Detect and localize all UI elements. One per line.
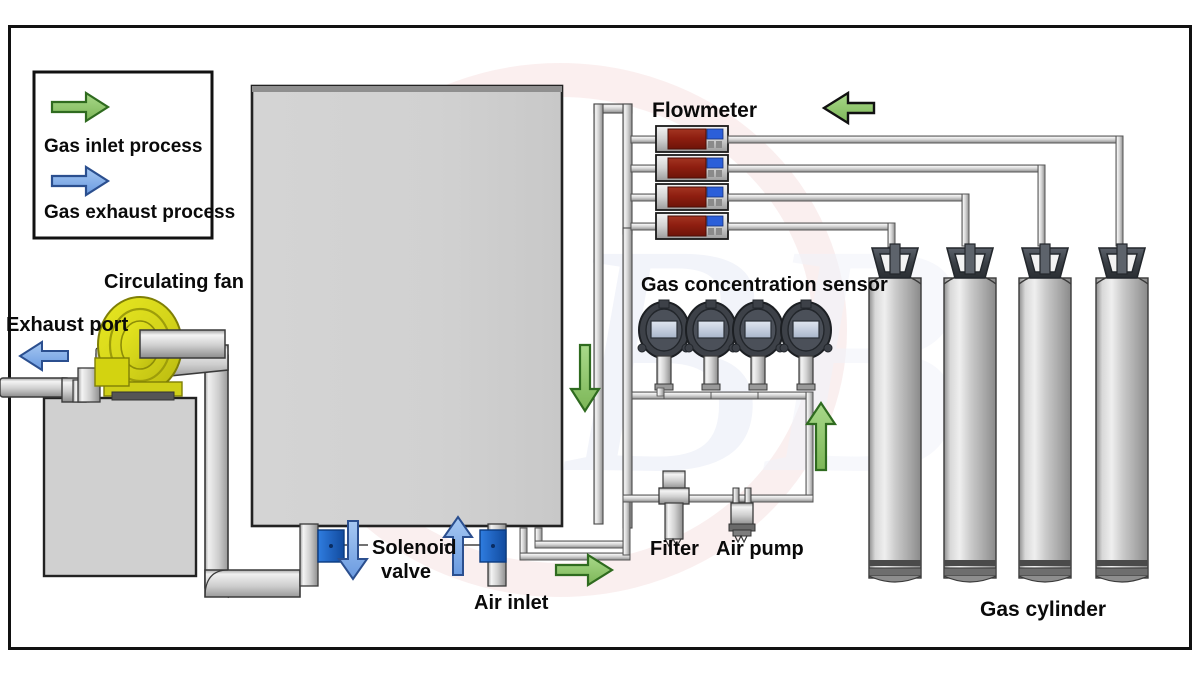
solenoid-up-arrow — [442, 515, 474, 576]
flowmeter-row — [630, 125, 729, 240]
label-solenoid-valve-line2: valve — [381, 561, 431, 583]
gas-cylinder[interactable] — [1095, 243, 1149, 583]
top-left-green-arrow — [821, 90, 876, 126]
solenoid-down-arrow — [337, 520, 369, 581]
flowmeter[interactable] — [655, 154, 729, 182]
svg-text:B: B — [760, 177, 962, 542]
gas-concentration-sensor[interactable] — [779, 299, 833, 391]
label-gas-concentration-sensor: Gas concentration sensor — [641, 274, 888, 296]
sensor-row — [631, 299, 833, 503]
label-exhaust-port: Exhaust port — [6, 314, 129, 336]
filter[interactable] — [658, 470, 690, 548]
flowmeter[interactable] — [655, 212, 729, 240]
exhaust-cabinet — [42, 396, 198, 578]
legend-label-exhaust: Gas exhaust process — [44, 202, 235, 223]
label-air-pump: Air pump — [716, 538, 804, 560]
label-flowmeter: Flowmeter — [652, 99, 757, 122]
legend-box: Gas inlet process Gas exhaust process — [32, 70, 235, 240]
gas-cylinder[interactable] — [943, 243, 997, 583]
legend-label-inlet: Gas inlet process — [44, 136, 202, 157]
flowmeter-to-cylinder-lines — [727, 135, 1124, 248]
legend-blue-arrow-icon — [50, 164, 111, 198]
air-pump[interactable] — [728, 487, 756, 544]
test-chamber — [250, 84, 564, 528]
label-solenoid-valve-line1: Solenoid — [372, 537, 456, 559]
gas-cylinder-row — [868, 243, 1149, 583]
solenoid-valve-right[interactable] — [444, 529, 507, 563]
chamber-to-flowmeter-manifold — [593, 103, 633, 529]
label-gas-cylinder: Gas cylinder — [980, 598, 1106, 621]
circulating-fan — [94, 296, 226, 401]
legend-green-arrow-icon — [50, 90, 111, 124]
pump-up-arrow — [804, 401, 838, 472]
label-air-inlet: Air inlet — [474, 592, 549, 614]
solenoid-valve-left[interactable] — [317, 529, 368, 563]
label-filter: Filter — [650, 538, 699, 560]
gas-cylinder[interactable] — [1018, 243, 1072, 583]
flowmeter[interactable] — [655, 183, 729, 211]
gas-cylinder[interactable] — [868, 243, 922, 583]
chamber-down-arrow — [568, 343, 602, 414]
gas-concentration-sensor[interactable] — [637, 299, 691, 391]
inlet-right-arrow — [554, 553, 615, 587]
exhaust-port-arrow — [18, 340, 69, 372]
flowmeter[interactable] — [655, 125, 729, 153]
label-circulating-fan: Circulating fan — [104, 271, 244, 293]
